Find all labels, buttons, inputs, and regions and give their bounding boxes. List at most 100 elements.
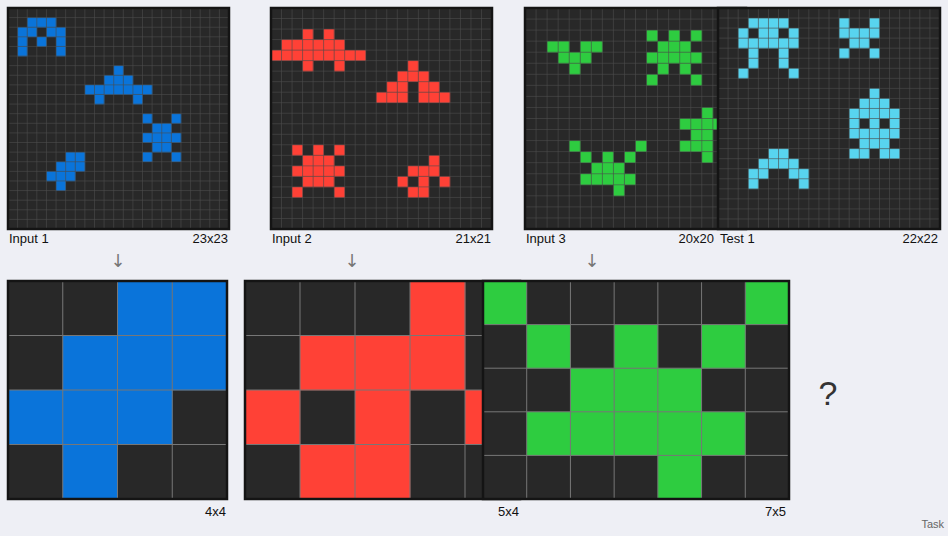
grid-line — [142, 8, 143, 229]
pixel-cell — [527, 325, 571, 369]
pixel-cell — [418, 176, 429, 187]
pixel-cell — [569, 52, 580, 63]
grid-line — [525, 173, 746, 174]
grid-line — [718, 148, 940, 149]
pixel-cell — [324, 166, 335, 177]
pixel-cell — [869, 129, 879, 139]
grid-line — [718, 28, 940, 29]
pixel-cell — [748, 169, 758, 179]
pixel-cell — [779, 18, 789, 28]
grid-line — [525, 96, 746, 97]
pixel-cell — [580, 41, 591, 52]
grid-line — [449, 8, 450, 229]
pixel-cell — [429, 166, 440, 177]
pixel-cell — [303, 61, 314, 72]
pixel-cell — [118, 390, 173, 445]
grid-size: 5x4 — [498, 505, 519, 520]
grid-line — [718, 98, 940, 99]
pixel-cell — [849, 38, 859, 48]
pixel-cell — [859, 129, 869, 139]
pixel-cell — [324, 40, 335, 51]
pixel-cell — [869, 18, 879, 28]
grid-line — [525, 184, 746, 185]
pixel-cell — [658, 41, 669, 52]
grid-line — [8, 56, 229, 57]
pixel-cell — [300, 445, 355, 500]
pixel-cell — [748, 58, 758, 68]
pixel-cell — [118, 281, 173, 336]
grid-line — [8, 94, 229, 95]
grid-line — [745, 281, 746, 499]
grid-line — [104, 8, 105, 229]
pixel-cell — [691, 141, 702, 152]
pixel-cell — [27, 18, 37, 28]
pixel-cell — [859, 108, 869, 118]
pixel-cell — [171, 152, 181, 162]
pixel-cell — [702, 152, 713, 163]
pixel-cell — [18, 46, 28, 56]
pixel-cell — [355, 50, 366, 61]
pixel-cell — [879, 139, 889, 149]
pixel-cell — [172, 336, 227, 391]
pixel-cell — [691, 119, 702, 130]
pixel-cell — [580, 52, 591, 63]
grid-line — [470, 8, 471, 229]
panel-title: Input 3 — [526, 232, 566, 247]
pixel-cell — [56, 46, 66, 56]
pixel-cell — [56, 27, 66, 37]
grid-line — [271, 186, 492, 187]
pixel-cell — [56, 171, 66, 181]
grid-line — [525, 195, 746, 196]
pixel-cell — [748, 18, 758, 28]
pixel-cell — [558, 41, 569, 52]
pixel-cell — [702, 107, 713, 118]
pixel-cell — [171, 133, 181, 143]
pixel-cell — [143, 133, 153, 143]
pixel-cell — [152, 143, 162, 153]
pixel-cell — [849, 108, 859, 118]
pixel-cell — [758, 28, 768, 38]
pixel-cell — [85, 85, 95, 95]
grid-line — [8, 65, 229, 66]
grid-line — [407, 8, 408, 229]
grid-line — [271, 155, 492, 156]
pixel-cell — [397, 82, 408, 93]
grid-line — [525, 63, 746, 64]
input-grid — [8, 8, 229, 229]
pixel-cell — [56, 37, 66, 47]
grid-border — [525, 8, 746, 229]
grid-line — [8, 444, 227, 445]
grid-size: 7x5 — [765, 505, 786, 520]
pixel-cell — [334, 166, 345, 177]
pixel-cell — [614, 325, 658, 369]
pixel-cell — [334, 61, 345, 72]
pixel-cell — [738, 38, 748, 48]
grid-line — [570, 281, 571, 499]
pixel-cell — [282, 50, 293, 61]
pixel-cell — [614, 412, 658, 456]
grid-line — [8, 104, 229, 105]
pixel-cell — [849, 129, 859, 139]
pixel-cell — [613, 163, 624, 174]
grid-line — [8, 46, 229, 47]
grid-ground — [483, 281, 789, 499]
pixel-cell — [779, 159, 789, 169]
pixel-cell — [547, 41, 558, 52]
grid-line — [27, 8, 28, 229]
pixel-cell — [558, 52, 569, 63]
pixel-cell — [162, 123, 172, 133]
down-arrow: ↓ — [584, 251, 599, 272]
grid-line — [123, 8, 124, 229]
grid-size: 4x4 — [205, 505, 226, 520]
pixel-cell — [869, 98, 879, 108]
grid-line — [8, 180, 229, 181]
grid-line — [245, 444, 520, 445]
pixel-cell — [779, 38, 789, 48]
down-arrow: ↓ — [110, 251, 125, 272]
grid-line — [323, 8, 324, 229]
pixel-cell — [879, 129, 889, 139]
pixel-cell — [613, 185, 624, 196]
pixel-cell — [292, 166, 303, 177]
grid-line — [161, 8, 162, 229]
pixel-cell — [859, 98, 869, 108]
